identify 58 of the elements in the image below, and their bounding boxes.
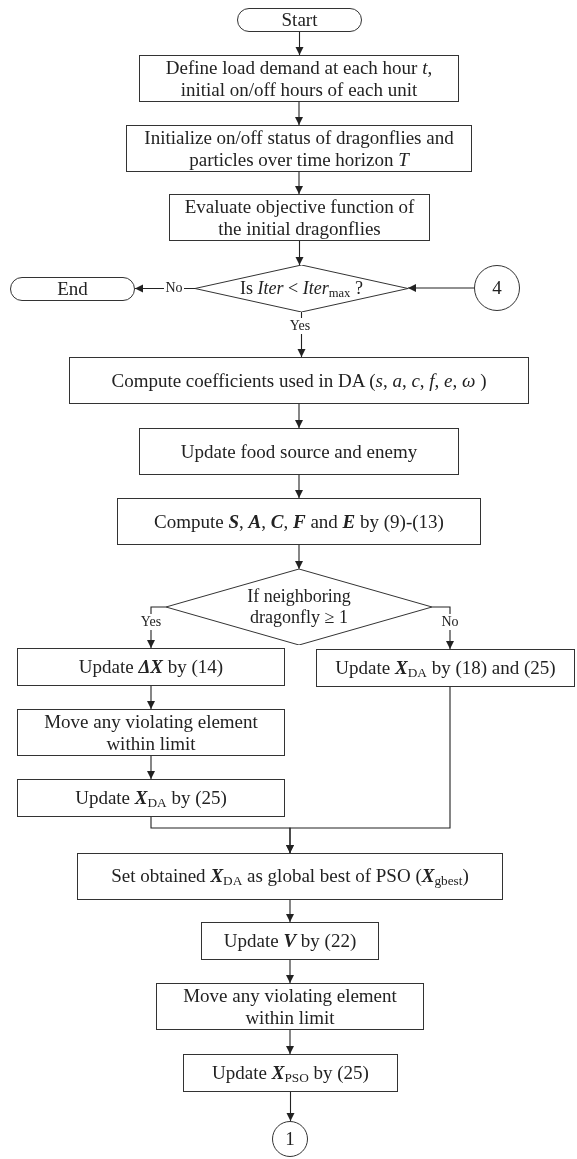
arrow bbox=[286, 686, 451, 854]
node-text: End bbox=[56, 278, 89, 300]
node-text: Update X$_{DA}$ by (18) and (25) bbox=[334, 656, 557, 680]
terminal-shape bbox=[237, 8, 362, 32]
node-text: Is Iter < Iter$_{max}$ ? bbox=[239, 277, 364, 300]
node-text: Compute coefficients used in DA (s, a, c, f, e, ω ) bbox=[110, 369, 488, 392]
node-text: Update X$_{DA}$ by (25) bbox=[74, 786, 228, 810]
node-text: Set obtained X$_{DA}$ as global best of PSO (X$_{gbest}$) bbox=[110, 865, 470, 888]
node-text: 1 bbox=[284, 1128, 296, 1150]
process-box bbox=[77, 853, 503, 900]
arrow bbox=[295, 403, 303, 429]
node-text: Move any violating element within limit bbox=[182, 984, 398, 1029]
process-box bbox=[156, 983, 424, 1030]
node-text: Update ΔX by (14) bbox=[77, 656, 225, 678]
node-text: Update V by (22) bbox=[222, 930, 358, 952]
process-box bbox=[316, 649, 575, 687]
process-box bbox=[17, 779, 285, 817]
edge-label: Yes bbox=[288, 318, 312, 334]
process-box bbox=[139, 55, 459, 102]
node-text: Define load demand at each hour t, initial on/off hours of each unit bbox=[164, 56, 434, 101]
arrow bbox=[297, 311, 306, 358]
node-text: Start bbox=[280, 9, 319, 31]
process-box bbox=[17, 709, 285, 756]
process-box bbox=[139, 428, 459, 475]
arrow bbox=[286, 959, 294, 984]
edge-label: Yes bbox=[139, 614, 163, 630]
node-text: Evaluate objective function of the initial dragonflies bbox=[183, 195, 416, 240]
connector-circle bbox=[474, 265, 520, 311]
node-text: Update X$_{PSO}$ by (25) bbox=[211, 1061, 370, 1085]
process-box bbox=[17, 648, 285, 686]
arrow bbox=[407, 284, 475, 292]
process-box bbox=[201, 922, 379, 960]
arrow bbox=[295, 171, 303, 195]
decision-diamond bbox=[195, 265, 408, 312]
node-text: If neighboring dragonfly ≥ 1 bbox=[246, 586, 352, 628]
node-text: 4 bbox=[491, 277, 503, 299]
decision-diamond bbox=[166, 569, 432, 645]
arrow bbox=[286, 1029, 294, 1055]
node-text: Move any violating element within limit bbox=[43, 710, 259, 755]
arrow bbox=[286, 899, 294, 923]
node-text: Initialize on/off status of dragonflies and particles over time horizon T bbox=[143, 126, 455, 171]
arrow bbox=[295, 101, 303, 126]
connector-circle bbox=[272, 1121, 308, 1157]
process-box bbox=[183, 1054, 398, 1092]
arrow bbox=[295, 544, 303, 570]
process-box bbox=[117, 498, 481, 545]
node-text: Compute S, A, C, F and E by (9)-(13) bbox=[153, 510, 445, 533]
process-box bbox=[69, 357, 529, 404]
arrow bbox=[147, 685, 155, 710]
arrow bbox=[147, 755, 155, 780]
arrow bbox=[295, 31, 304, 56]
edge-label: No bbox=[440, 614, 460, 630]
arrow bbox=[295, 240, 304, 266]
arrow bbox=[147, 606, 167, 649]
arrow bbox=[286, 1091, 295, 1122]
arrow bbox=[295, 474, 303, 499]
terminal-shape bbox=[10, 277, 135, 301]
node-text: Update food source and enemy bbox=[179, 440, 419, 463]
